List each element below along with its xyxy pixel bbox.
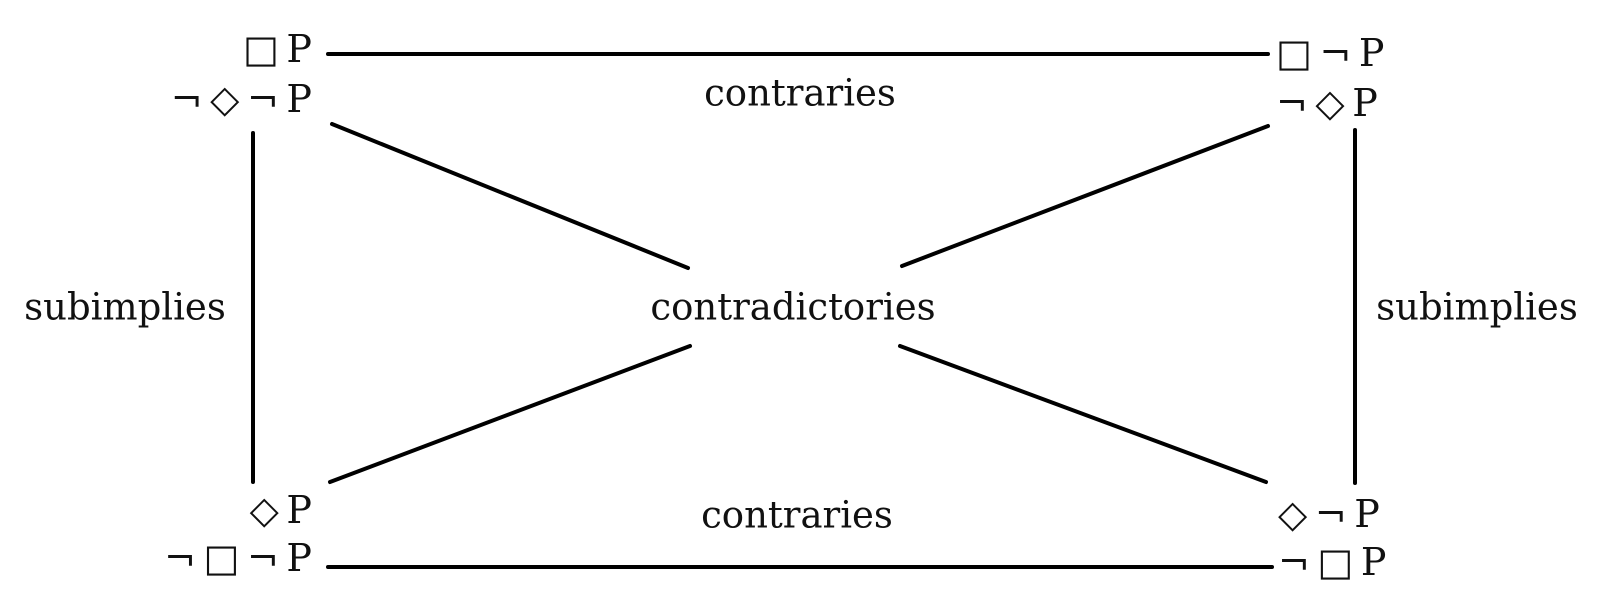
formula-diamond-p: ◇ P bbox=[249, 488, 312, 532]
contradictory-diagonal-topleft-line bbox=[330, 122, 690, 270]
formula-not-box-not-p: ¬ □ ¬ P bbox=[164, 536, 312, 580]
contradictory-diagonal-bottomright-line bbox=[898, 344, 1268, 484]
node-possible-not-p: ◇ ¬ P ¬ □ P bbox=[1278, 490, 1387, 586]
node-necessary-p: □ P ¬ ◇ ¬ P bbox=[0, 24, 312, 124]
contradictory-diagonal-bottomleft-line bbox=[328, 344, 692, 484]
node-necessary-not-p: □ ¬ P ¬ ◇ P bbox=[1276, 28, 1385, 128]
label-contraries-top: contraries bbox=[704, 71, 896, 115]
formula-not-diamond-not-p: ¬ ◇ ¬ P bbox=[170, 77, 312, 121]
label-subimplies-left: subimplies bbox=[24, 285, 226, 329]
contradictory-diagonal-topright-line bbox=[900, 124, 1270, 268]
formula-not-box-p: ¬ □ P bbox=[1278, 540, 1387, 584]
label-contraries-bottom: contraries bbox=[701, 493, 893, 537]
formula-box-p: □ P bbox=[242, 27, 312, 71]
label-subimplies-right: subimplies bbox=[1376, 285, 1578, 329]
node-possible-p: ◇ P ¬ □ ¬ P bbox=[0, 486, 312, 582]
label-contradictories: contradictories bbox=[650, 285, 936, 329]
formula-not-diamond-p: ¬ ◇ P bbox=[1276, 81, 1378, 125]
formula-box-not-p: □ ¬ P bbox=[1276, 31, 1385, 75]
formula-diamond-not-p: ◇ ¬ P bbox=[1278, 492, 1380, 536]
